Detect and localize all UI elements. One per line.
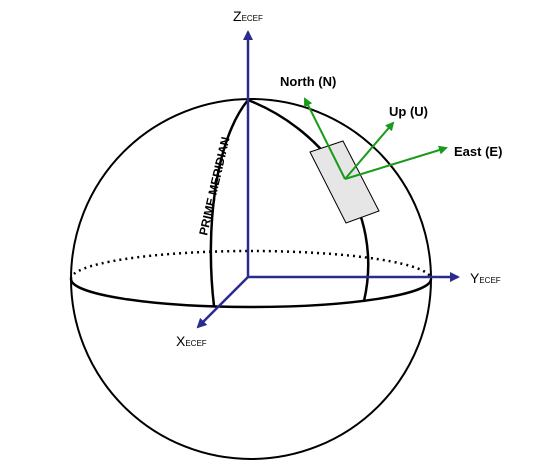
z-axis-label: ZECEF bbox=[233, 8, 263, 24]
y-axis-label-sub: ECEF bbox=[479, 276, 500, 285]
north-label: North (N) bbox=[280, 74, 336, 89]
prime-meridian bbox=[209, 99, 249, 307]
east-arrow bbox=[344, 145, 448, 180]
east-label: East (E) bbox=[454, 144, 502, 159]
z-axis-label-main: Z bbox=[233, 8, 242, 24]
y-axis-label-main: Y bbox=[470, 270, 480, 286]
prime-meridian-label: PRIME MERIDIAN bbox=[196, 135, 232, 236]
x-axis-label: XECEF bbox=[176, 333, 207, 349]
x-axis bbox=[196, 276, 249, 329]
north-arrow bbox=[304, 97, 346, 180]
tangent-plane-patch bbox=[309, 140, 380, 224]
equator-front bbox=[69, 278, 433, 309]
equator-back bbox=[69, 249, 433, 280]
up-label: Up (U) bbox=[389, 104, 428, 119]
z-axis-label-sub: ECEF bbox=[242, 14, 263, 23]
y-axis-label: YECEF bbox=[470, 270, 501, 286]
x-axis-label-main: X bbox=[176, 333, 186, 349]
up-arrow bbox=[344, 121, 395, 180]
earth-sphere bbox=[70, 98, 432, 460]
x-axis-label-sub: ECEF bbox=[185, 339, 206, 348]
